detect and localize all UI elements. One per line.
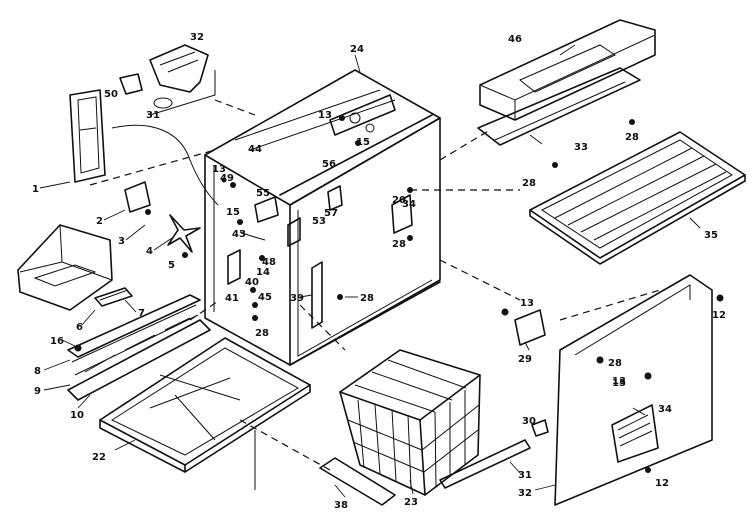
callout-2: 2 [96, 216, 103, 227]
callout-7: 7 [138, 308, 145, 319]
callout-43: 43 [232, 229, 246, 240]
crisper-drawer [17, 224, 133, 311]
callout-9: 9 [34, 386, 41, 397]
callout-13-panel: 13 [612, 376, 626, 387]
callout-22: 22 [92, 452, 106, 463]
callout-32-housing: 32 [190, 32, 204, 43]
callout-50: 50 [104, 89, 118, 100]
fan-assembly [124, 181, 201, 258]
callout-35: 35 [704, 230, 718, 241]
callout-20: 20 [392, 195, 406, 206]
callout-33: 33 [574, 142, 588, 153]
callout-53: 53 [312, 216, 326, 227]
callout-6: 6 [76, 322, 83, 333]
callout-38: 38 [334, 500, 348, 511]
cabinet-liner [204, 69, 441, 366]
callout-34-liner: 34 [402, 199, 416, 210]
callout-31-housing: 31 [146, 110, 160, 121]
callout-16: 16 [50, 336, 64, 347]
callout-24: 24 [350, 44, 364, 55]
callout-56: 56 [322, 159, 336, 170]
callout-29: 29 [518, 354, 532, 365]
callout-34-panel: 34 [658, 404, 672, 415]
callout-49: 49 [220, 173, 234, 184]
wire-shelf [529, 131, 746, 265]
evaporator-cover [477, 19, 656, 168]
rear-panel [554, 274, 724, 506]
callout-28-rail: 28 [360, 293, 374, 304]
callout-15-panel: 15 [612, 378, 626, 389]
callout-4: 4 [146, 246, 153, 257]
callout-12-upper: 12 [712, 310, 726, 321]
callout-13-tube: 13 [318, 110, 332, 121]
callout-14: 14 [256, 267, 270, 278]
callout-57: 57 [324, 208, 338, 219]
callout-28-liner: 28 [392, 239, 406, 250]
callout-12-lower: 12 [655, 478, 669, 489]
callout-46: 46 [508, 34, 522, 45]
callout-40: 40 [245, 277, 259, 288]
callout-15-left: 15 [226, 207, 240, 218]
callout-28-cover: 28 [625, 132, 639, 143]
callout-15-tube: 15 [356, 137, 370, 148]
callout-30: 30 [522, 416, 536, 427]
callout-28-cover-lower: 28 [522, 178, 536, 189]
callout-48: 48 [262, 257, 276, 268]
callout-8: 8 [34, 366, 41, 377]
callout-39: 39 [290, 293, 304, 304]
callout-44: 44 [248, 144, 262, 155]
callout-labels: 1 2 3 4 5 6 7 8 9 10 12 12 13 13 13 13 1… [32, 32, 726, 511]
callout-13-bracket: 13 [520, 298, 534, 309]
callout-10: 10 [70, 410, 84, 421]
floor-pan [99, 337, 311, 490]
basket-rails [319, 419, 549, 506]
wire-basket [339, 349, 481, 496]
callout-28-panel: 28 [608, 358, 622, 369]
callout-45: 45 [258, 292, 272, 303]
thermostat-bracket [69, 89, 219, 206]
callout-5: 5 [168, 260, 175, 271]
leader-lines [39, 44, 701, 498]
callout-31-rail: 31 [518, 470, 532, 481]
callout-13-left: 13 [212, 164, 226, 175]
callout-28-left: 28 [255, 328, 269, 339]
callout-41: 41 [225, 293, 239, 304]
callout-23: 23 [404, 497, 418, 508]
callout-3: 3 [118, 236, 125, 247]
front-trim-rail [67, 294, 211, 401]
side-bracket [501, 308, 546, 346]
callout-1: 1 [32, 184, 39, 195]
callout-55: 55 [256, 188, 270, 199]
callout-32-panel: 32 [518, 488, 532, 499]
control-knob-housing [119, 44, 216, 116]
